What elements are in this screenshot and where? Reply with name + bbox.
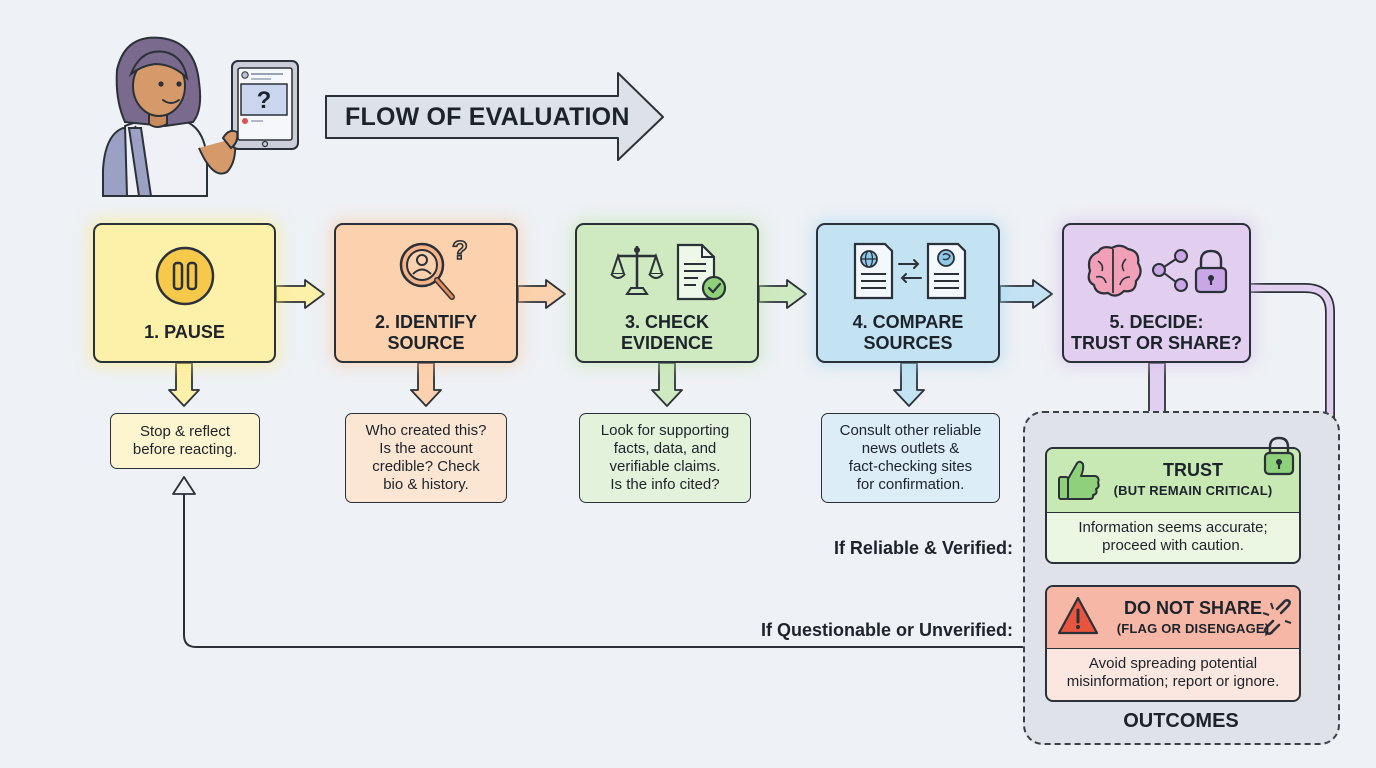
step-label: 2. IDENTIFY SOURCE	[374, 312, 477, 353]
arrow-down-identify	[410, 362, 442, 407]
feedback-loop-arrowhead	[172, 476, 196, 495]
arrow-compare-to-decide	[999, 279, 1053, 309]
step-description-pause: Stop & reflect before reacting.	[110, 413, 260, 469]
outcome-share-header: DO NOT SHARE (FLAG OR DISENGAGE)	[1047, 587, 1299, 649]
outcome-trust-header: TRUST (BUT REMAIN CRITICAL)	[1047, 449, 1299, 513]
step-description-compare: Consult other reliable news outlets & fa…	[821, 413, 1000, 503]
outcome-share-subtitle: (FLAG OR DISENGAGE)	[1116, 621, 1270, 636]
arrow-identify-to-evidence	[517, 279, 566, 309]
step-check-evidence: 3. CHECK EVIDENCE	[575, 223, 759, 363]
outcome-trust-title: TRUST	[1163, 460, 1223, 480]
warning-icon	[1057, 596, 1099, 635]
scales-document-icon	[610, 243, 727, 301]
person-illustration: ?	[102, 36, 299, 197]
pause-icon	[155, 246, 215, 306]
svg-text:?: ?	[257, 87, 272, 114]
broken-link-icon	[1262, 599, 1292, 635]
arrow-down-evidence	[651, 362, 683, 407]
compare-documents-icon	[853, 242, 967, 300]
outcome-trust: TRUST (BUT REMAIN CRITICAL) Information …	[1045, 447, 1301, 564]
outcome-trust-body: Information seems accurate; proceed with…	[1078, 519, 1268, 554]
page-title: FLOW OF EVALUATION	[345, 103, 630, 131]
outcome-share-body: Avoid spreading potential misinformation…	[1066, 655, 1280, 690]
step-label: 5. DECIDE: TRUST OR SHARE?	[1071, 312, 1242, 353]
brain-share-lock-icon	[1087, 244, 1228, 297]
step-label: 1. PAUSE	[144, 322, 225, 342]
outcome-share-title: DO NOT SHARE	[1123, 598, 1262, 618]
step-label: 3. CHECK EVIDENCE	[620, 312, 714, 353]
condition-questionable: If Questionable or Unverified:	[760, 620, 1013, 640]
arrow-pause-to-identify	[275, 279, 325, 309]
svg-text:?: ?	[452, 235, 468, 265]
phone-question-mark: ?	[257, 87, 272, 114]
outcome-trust-subtitle: (BUT REMAIN CRITICAL)	[1113, 483, 1273, 498]
step-pause: 1. PAUSE	[93, 223, 276, 363]
step-label: 4. COMPARE SOURCES	[852, 312, 964, 353]
outcome-do-not-share: DO NOT SHARE (FLAG OR DISENGAGE) Avoid s…	[1045, 585, 1301, 702]
lock-icon	[1263, 436, 1295, 476]
arrow-down-pause	[168, 362, 200, 407]
step-compare-sources: 4. COMPARE SOURCES	[816, 223, 1000, 363]
step-description-identify: Who created this? Is the account credibl…	[345, 413, 507, 503]
condition-reliable: If Reliable & Verified:	[833, 538, 1013, 558]
step-decide: 5. DECIDE: TRUST OR SHARE?	[1062, 223, 1251, 363]
title-arrow	[325, 72, 664, 161]
arrow-down-compare	[893, 362, 925, 407]
magnifier-person-icon: ?	[399, 234, 469, 300]
thumbs-up-icon	[1058, 460, 1100, 500]
arrow-evidence-to-compare	[758, 279, 807, 309]
feedback-loop-line	[183, 492, 1023, 648]
step-description-evidence: Look for supporting facts, data, and ver…	[579, 413, 751, 503]
outcomes-label: OUTCOMES	[1123, 710, 1239, 732]
step-identify-source: ? 2. IDENTIFY SOURCE	[334, 223, 518, 363]
